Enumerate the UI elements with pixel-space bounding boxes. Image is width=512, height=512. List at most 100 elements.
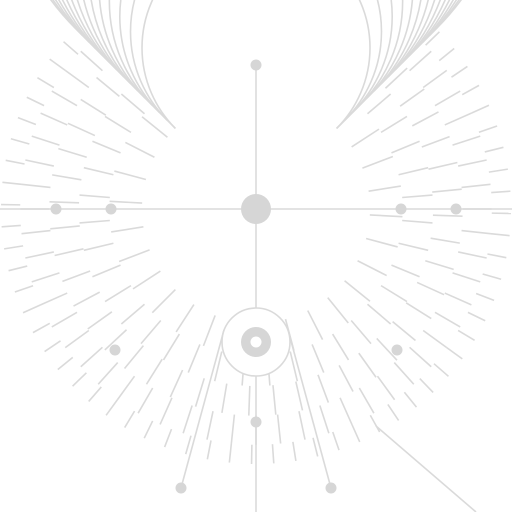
radial-divider (87, 311, 113, 330)
radial-divider (21, 229, 51, 235)
radial-divider (1, 224, 21, 228)
radial-divider (369, 214, 403, 218)
radial-divider (52, 174, 82, 181)
radial-divider (491, 190, 511, 194)
radial-divider (451, 65, 468, 78)
ring-arc (108, 0, 404, 106)
radial-divider (105, 399, 119, 416)
radial-divider (272, 385, 277, 415)
radial-divider (391, 140, 420, 154)
radial-divider (44, 340, 61, 353)
radial-divider (182, 405, 193, 434)
radial-divider (25, 159, 55, 167)
radial-divider (162, 333, 181, 361)
radial-divider (416, 281, 445, 296)
radial-divider (461, 229, 491, 235)
right-inner-node (395, 203, 407, 215)
radial-divider (187, 344, 201, 373)
radial-divider (428, 161, 458, 170)
bottom-node (250, 416, 262, 428)
radial-divider (399, 88, 425, 107)
radial-divider (344, 280, 371, 302)
radial-divider (487, 253, 507, 259)
ring-arc (129, 0, 383, 121)
radial-divider (17, 116, 37, 126)
radial-divider (118, 249, 150, 263)
radial-divider (446, 346, 463, 360)
radial-divider (22, 304, 41, 314)
radial-divider (421, 135, 450, 148)
radial-divider (31, 272, 60, 283)
radial-divider (62, 270, 91, 283)
radial-divider (311, 344, 325, 373)
spoke-line-right (287, 329, 332, 489)
radial-divider (380, 284, 408, 303)
radial-divider (80, 98, 107, 116)
radial-divider (365, 237, 398, 248)
radial-divider (307, 310, 324, 341)
radial-divider (312, 437, 319, 457)
radial-divider (163, 428, 173, 448)
radial-divider (96, 76, 120, 98)
radial-divider (175, 304, 195, 333)
radial-divider (104, 115, 132, 134)
radial-grid (1, 0, 511, 464)
radial-divider (51, 311, 78, 328)
radial-divider (83, 166, 114, 176)
radial-divider (422, 329, 448, 349)
radial-divider (425, 31, 440, 46)
radial-divider (434, 90, 461, 107)
radial-divider (116, 375, 136, 401)
connector-lines (0, 64, 512, 512)
radial-divider (461, 183, 491, 189)
radial-divider (151, 289, 176, 314)
radial-divider (452, 272, 481, 283)
left-inner-node (105, 203, 117, 215)
radial-divider (338, 364, 354, 392)
radial-divider (114, 170, 147, 181)
radial-divider (331, 333, 350, 361)
radial-divider (358, 352, 377, 378)
radial-divider (393, 362, 415, 385)
radial-divider (405, 302, 432, 320)
radial-divider (4, 245, 24, 250)
left-outer-node (50, 203, 62, 215)
radial-divider (402, 219, 433, 224)
lower-left-node (109, 344, 121, 356)
radial-divider (141, 116, 168, 138)
radial-divider (132, 270, 161, 290)
radial-divider (366, 303, 392, 325)
radial-divider (289, 351, 299, 382)
radial-divider (49, 200, 80, 204)
lower-right-node (391, 344, 403, 356)
radial-divider (206, 440, 212, 460)
radial-divider (58, 147, 87, 159)
radial-divider (73, 291, 101, 307)
spoke-line-diagonal (375, 425, 477, 512)
radial-divider (317, 374, 330, 403)
radial-divider (159, 397, 173, 425)
radial-divider (120, 93, 146, 115)
radial-divider (369, 414, 381, 433)
radial-divider (145, 358, 163, 385)
radial-divider (433, 363, 449, 377)
radial-divider (398, 242, 429, 252)
radial-divider (88, 386, 102, 402)
radial-divider (409, 346, 432, 368)
radial-divider (457, 329, 475, 342)
radial-divider (444, 112, 472, 126)
radial-divider (351, 128, 380, 148)
radial-divider (21, 183, 51, 189)
radial-divider (14, 285, 34, 293)
radial-divider (228, 443, 233, 463)
radial-divider (10, 137, 30, 145)
radial-divider (194, 378, 206, 407)
radial-divider (123, 345, 145, 369)
ring-arc (118, 0, 394, 114)
radial-divider (403, 391, 418, 408)
radial-divider (380, 115, 408, 134)
radial-divider (351, 424, 361, 443)
radial-divider (104, 284, 132, 303)
radial-divider (67, 122, 96, 137)
